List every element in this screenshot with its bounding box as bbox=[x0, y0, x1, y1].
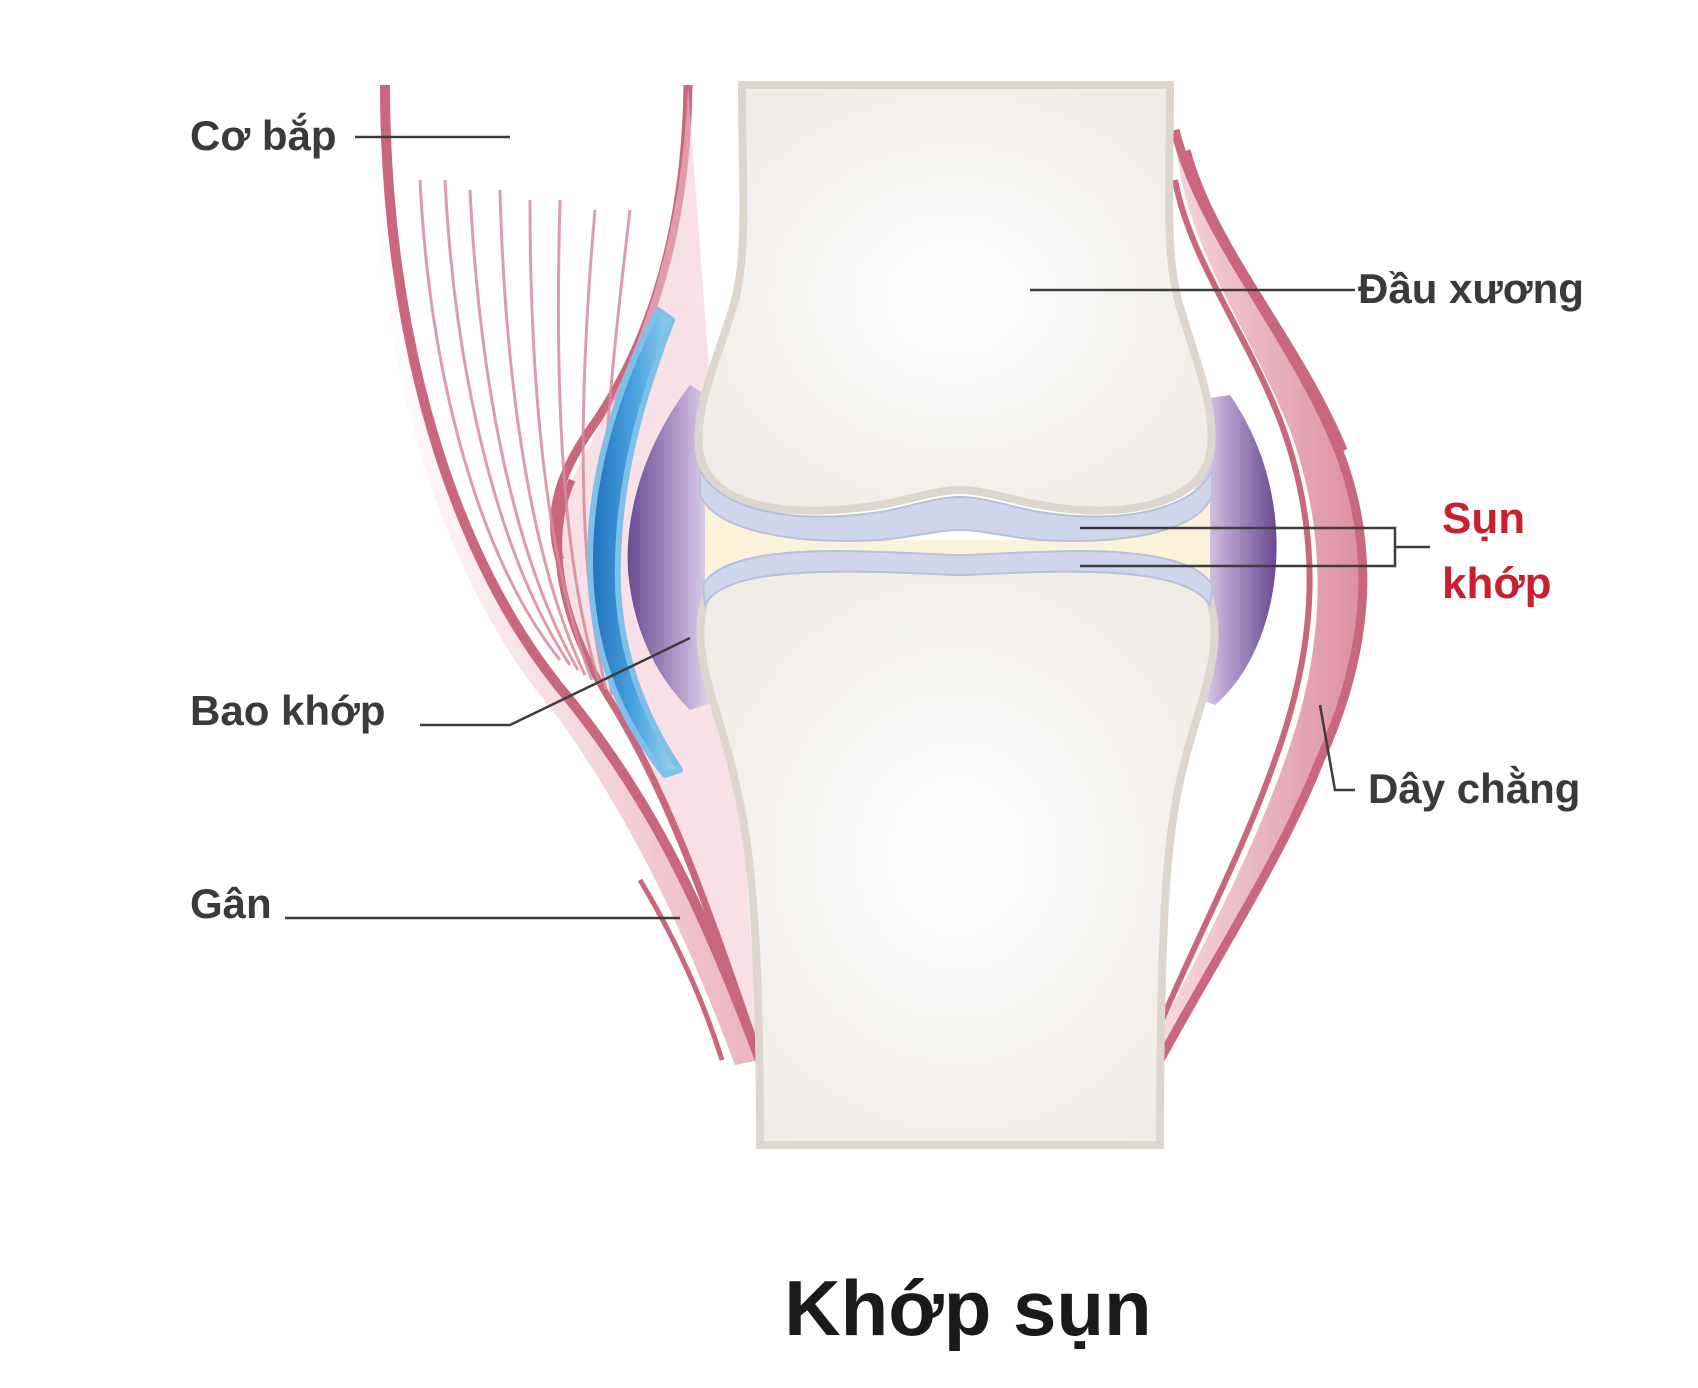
leader-ligament bbox=[1318, 704, 1355, 792]
label-cartilage-line1: Sụn bbox=[1442, 494, 1525, 543]
label-bone-end: Đầu xương bbox=[1358, 265, 1584, 312]
lower-bone bbox=[696, 563, 1219, 1149]
diagram-title: Khớp sụn bbox=[784, 1264, 1151, 1352]
ligament-right bbox=[1142, 128, 1368, 1063]
label-tendon: Gân bbox=[190, 880, 272, 927]
muscle-fibers bbox=[418, 179, 632, 696]
lower-cartilage bbox=[701, 549, 1214, 609]
label-cartilage-line2: khớp bbox=[1442, 559, 1552, 608]
leader-cartilage bbox=[1080, 526, 1430, 568]
leader-capsule bbox=[420, 636, 691, 727]
label-capsule: Bao khớp bbox=[190, 687, 386, 734]
upper-cartilage bbox=[699, 469, 1213, 542]
label-ligament: Dây chằng bbox=[1368, 764, 1580, 812]
label-muscle: Cơ bắp bbox=[190, 111, 337, 159]
upper-bone bbox=[694, 81, 1216, 515]
bursa bbox=[587, 307, 683, 778]
